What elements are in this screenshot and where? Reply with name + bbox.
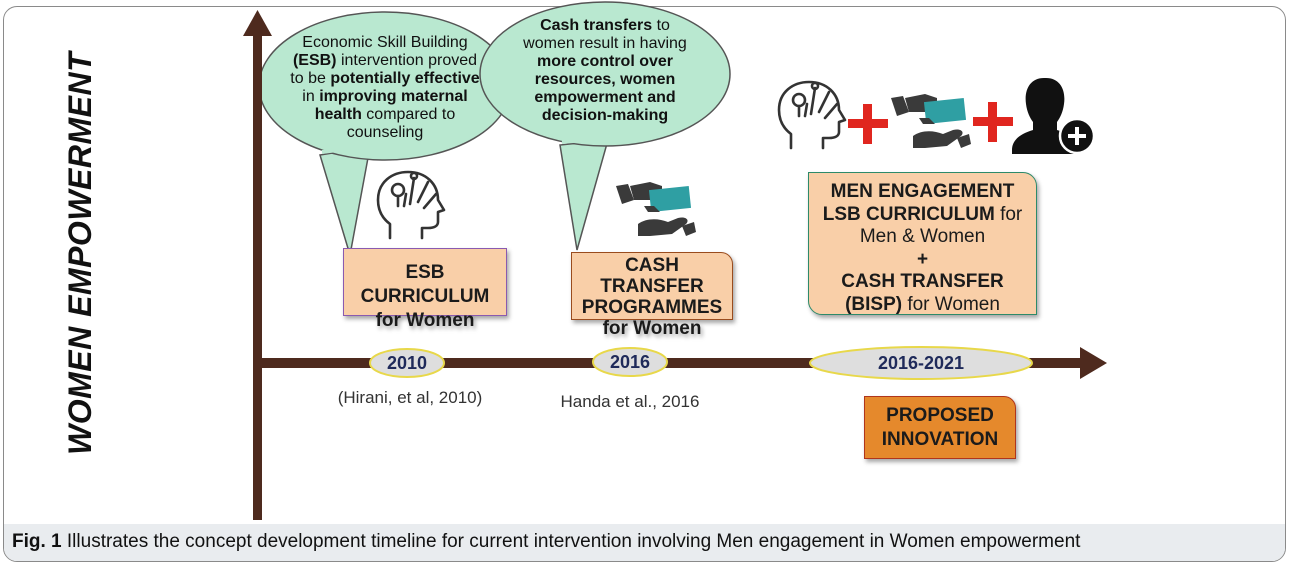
y-axis-arrow bbox=[243, 10, 272, 520]
men-box-bisp: (BISP) bbox=[845, 293, 903, 315]
men-box-for-women: for Women bbox=[902, 293, 1000, 315]
speech-bubble-cash bbox=[479, 1, 731, 251]
bubble-cash-text: Cash transfers to women result in having… bbox=[523, 17, 687, 124]
man-add-icon bbox=[1012, 78, 1096, 155]
esb-box-line-1: ESB CURRICULUM bbox=[360, 262, 490, 307]
plus-icon bbox=[848, 104, 888, 144]
head-ideas-icon-2 bbox=[777, 80, 847, 150]
year-label-2010: 2010 bbox=[386, 353, 428, 373]
caption-strip bbox=[4, 524, 1285, 561]
bubble-esb-esb-term: (ESB) bbox=[292, 52, 337, 69]
year-label-2016-2021: 2016-2021 bbox=[877, 353, 965, 373]
men-box-plus: + bbox=[916, 248, 929, 270]
head-ideas-icon bbox=[376, 170, 446, 240]
proposed-line-1: PROPOSED bbox=[886, 405, 994, 426]
proposed-innovation-box: PROPOSED INNOVATION bbox=[864, 396, 1016, 459]
men-box-line-1: MEN ENGAGEMENT bbox=[830, 181, 1015, 202]
plus-icon-2 bbox=[973, 102, 1013, 142]
speech-bubble-esb bbox=[258, 11, 512, 256]
cash-transfer-box: CASH TRANSFER PROGRAMMES for Women bbox=[571, 252, 733, 339]
timeline-arrow bbox=[258, 347, 1107, 379]
esb-curriculum-box: ESB CURRICULUM for Women bbox=[343, 248, 507, 331]
year-ellipse-2010 bbox=[369, 348, 445, 378]
men-box-line-5: CASH TRANSFER bbox=[841, 271, 1004, 292]
figure-caption: Fig. 1 Illustrates the concept developme… bbox=[12, 531, 1080, 553]
proposed-line-2: INNOVATION bbox=[881, 429, 999, 450]
cash-box-line-2: PROGRAMMES bbox=[581, 297, 723, 318]
bubble-esb-line-6: counseling bbox=[346, 124, 424, 141]
citation-hirani: (Hirani, et al, 2010) bbox=[337, 388, 483, 407]
citation-handa: Handa et al., 2016 bbox=[560, 392, 700, 411]
cash-transfer-icon bbox=[616, 182, 696, 236]
men-engagement-box: MEN ENGAGEMENT LSB CURRICULUM for Men & … bbox=[808, 172, 1037, 315]
men-box-line-3: Men & Women bbox=[859, 226, 986, 247]
caption-label: Fig. 1 bbox=[12, 531, 62, 552]
esb-box-line-2: for Women bbox=[375, 310, 475, 331]
year-ellipse-2016 bbox=[592, 347, 668, 377]
cash-box-line-3: for Women bbox=[602, 318, 702, 339]
bubble-esb-line-1: Economic Skill Building bbox=[302, 34, 468, 51]
cash-transfer-icon-2 bbox=[891, 94, 971, 148]
bubble-esb-text: Economic Skill Building (ESB) interventi… bbox=[290, 34, 480, 141]
caption-text: Illustrates the concept development time… bbox=[61, 531, 1081, 552]
men-box-lsb: LSB CURRICULUM bbox=[822, 203, 995, 225]
cash-box-line-1: CASH TRANSFER bbox=[600, 255, 704, 297]
men-box-for: for bbox=[994, 203, 1023, 225]
year-label-2016: 2016 bbox=[609, 352, 651, 372]
year-ellipse-2016-2021 bbox=[809, 346, 1033, 380]
